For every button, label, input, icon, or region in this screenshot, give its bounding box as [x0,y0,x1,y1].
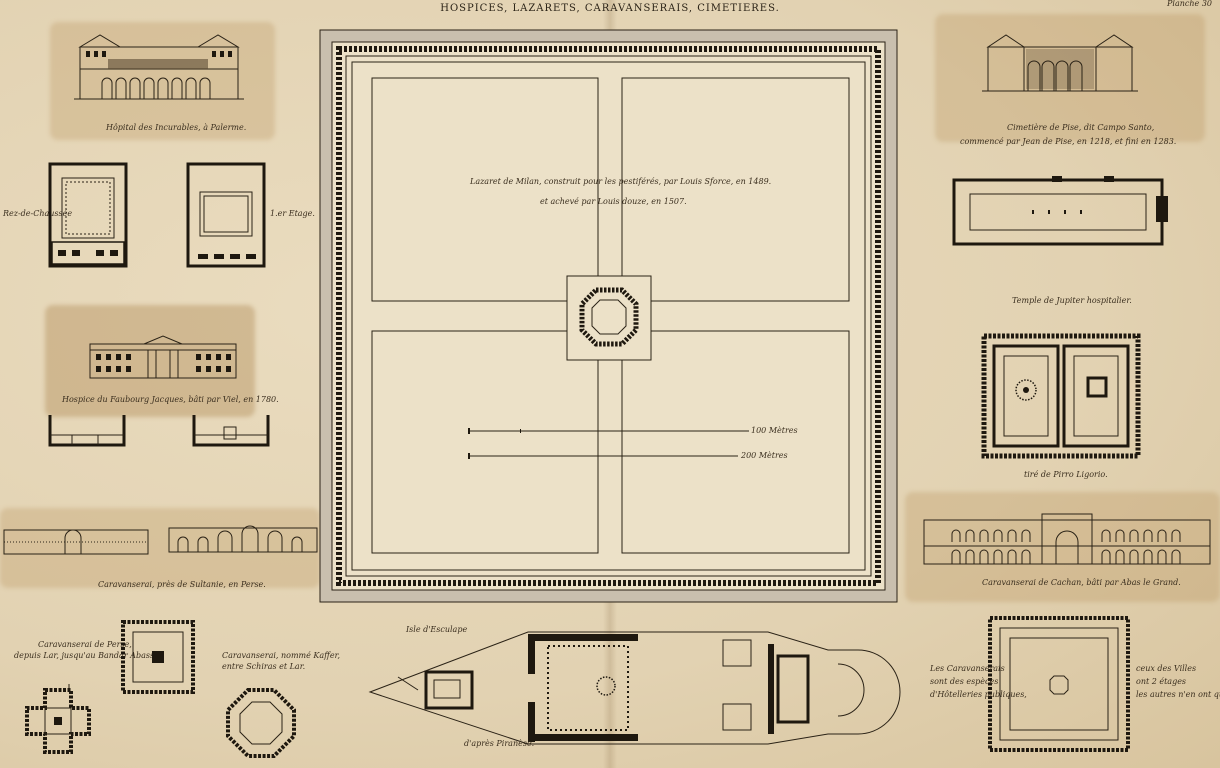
pise-plan [952,176,1168,246]
note-right-3: les autres n'en ont qu'un. [1136,690,1220,699]
pise-elevation [982,34,1138,92]
perse-caption-1: Caravanserai de Perse, [38,640,132,649]
note-right-2: ont 2 étages [1136,677,1187,686]
pise-caption-1: Cimetière de Pise, dit Campo Santo, [1007,123,1155,132]
pise-caption-2: commencé par Jean de Pise, en 1218, et f… [960,137,1177,146]
note-left-3: d'Hôtelleries publiques, [930,690,1027,699]
jupiter-caption: Temple de Jupiter hospitalier. [1012,296,1132,305]
note-left-2: sont des espèces [930,677,999,686]
sultanie-elevation-right [168,525,318,553]
sultanie-caption: Caravanserai, près de Sultanie, en Perse… [98,580,266,589]
hopital-caption: Hôpital des Incurables, à Palerme. [106,123,247,132]
rez-chaussee-plan [48,162,128,268]
kaffer-caption-2: entre Schiras et Lar. [222,662,306,671]
cachan-caption: Caravanserai de Cachan, bâti par Abas le… [982,578,1181,587]
lazaret-plan [319,29,898,603]
jupiter-plan [981,333,1141,459]
cachan-elevation [923,513,1211,565]
hospice-plan-right [192,415,270,447]
stain-sultanie [0,508,320,588]
lazaret-caption-1: Lazaret de Milan, construit pour les pes… [470,177,772,186]
plate-number: Planche 30 [1167,0,1212,8]
cachan-plan [988,616,1130,752]
piranese-caption: d'après Piranèse. [464,739,535,748]
isle-esculape-plan [368,631,901,745]
note-left-1: Les Caravanserais [930,664,1005,673]
perse-plan-square [121,620,195,694]
hopital-elevation [74,34,244,100]
stain-hospice [45,305,255,417]
hospice-elevation [89,335,237,379]
stain-cachan [905,492,1220,602]
perse-plan-cross [25,684,91,754]
note-right-1: ceux des Villes [1136,664,1197,673]
hospice-plan-left [48,415,126,447]
sultanie-elevation-left [3,529,149,555]
perse-caption-2: depuis Lar, jusqu'au Bandar Abassi. [14,651,160,660]
hospice-caption: Hospice du Faubourg Jacques, bâti par Vi… [62,395,279,404]
lazaret-caption-2: et achevé par Louis douze, en 1507. [540,197,687,206]
scale-100-label: 100 Mètres [751,426,798,435]
kaffer-plan-octagon [226,688,296,758]
isle-caption: Isle d'Esculape [406,625,468,634]
plate-title: HOSPICES, LAZARETS, CARAVANSERAIS, CIMET… [440,3,780,14]
rez-label: Rez-de-Chaussée [3,209,73,218]
etage-label: 1.er Etage. [270,209,315,218]
kaffer-caption-1: Caravanserai, nommé Kaffer, [222,651,341,660]
etage-plan [186,162,266,268]
scale-200-label: 200 Mètres [741,451,788,460]
ligorio-caption: tiré de Pirro Ligorio. [1024,470,1108,479]
